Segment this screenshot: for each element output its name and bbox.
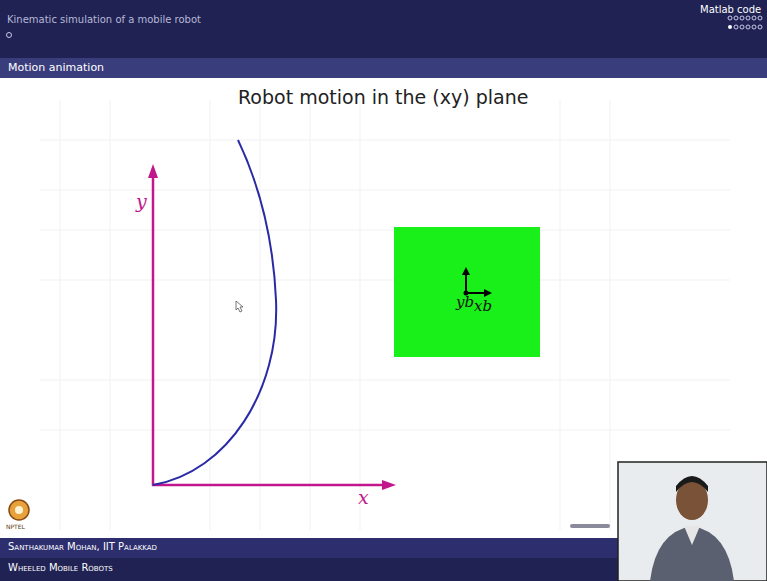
axes (148, 164, 396, 490)
nptel-logo (9, 500, 29, 520)
header-text: Kinematic simulation of a mobile robot (7, 14, 201, 26)
section-bar (0, 58, 767, 78)
axis-label: x (358, 486, 369, 509)
nav-dot-active (728, 25, 732, 29)
author-text: Santhakumar Mohan, IIT Palakkad (8, 541, 157, 553)
body-frame-axes (394, 227, 540, 357)
course-text: Wheeled Mobile Robots (8, 562, 113, 574)
axis-label: xb (474, 298, 492, 315)
nav-icons (570, 524, 610, 528)
presenter-video (618, 462, 767, 581)
axis-label: y (136, 190, 147, 213)
header-bar (0, 0, 767, 58)
mouse-cursor (236, 301, 243, 312)
frame-title: Motion animation (8, 61, 104, 74)
logo-text: NPTEL (6, 523, 25, 530)
axis-label: yb (456, 294, 474, 311)
robot-body: ybxb (394, 227, 540, 357)
slide-title: Robot motion in the (xy) plane (238, 86, 528, 108)
section-link: Matlab code (700, 4, 761, 16)
trajectory-curve (153, 140, 276, 485)
